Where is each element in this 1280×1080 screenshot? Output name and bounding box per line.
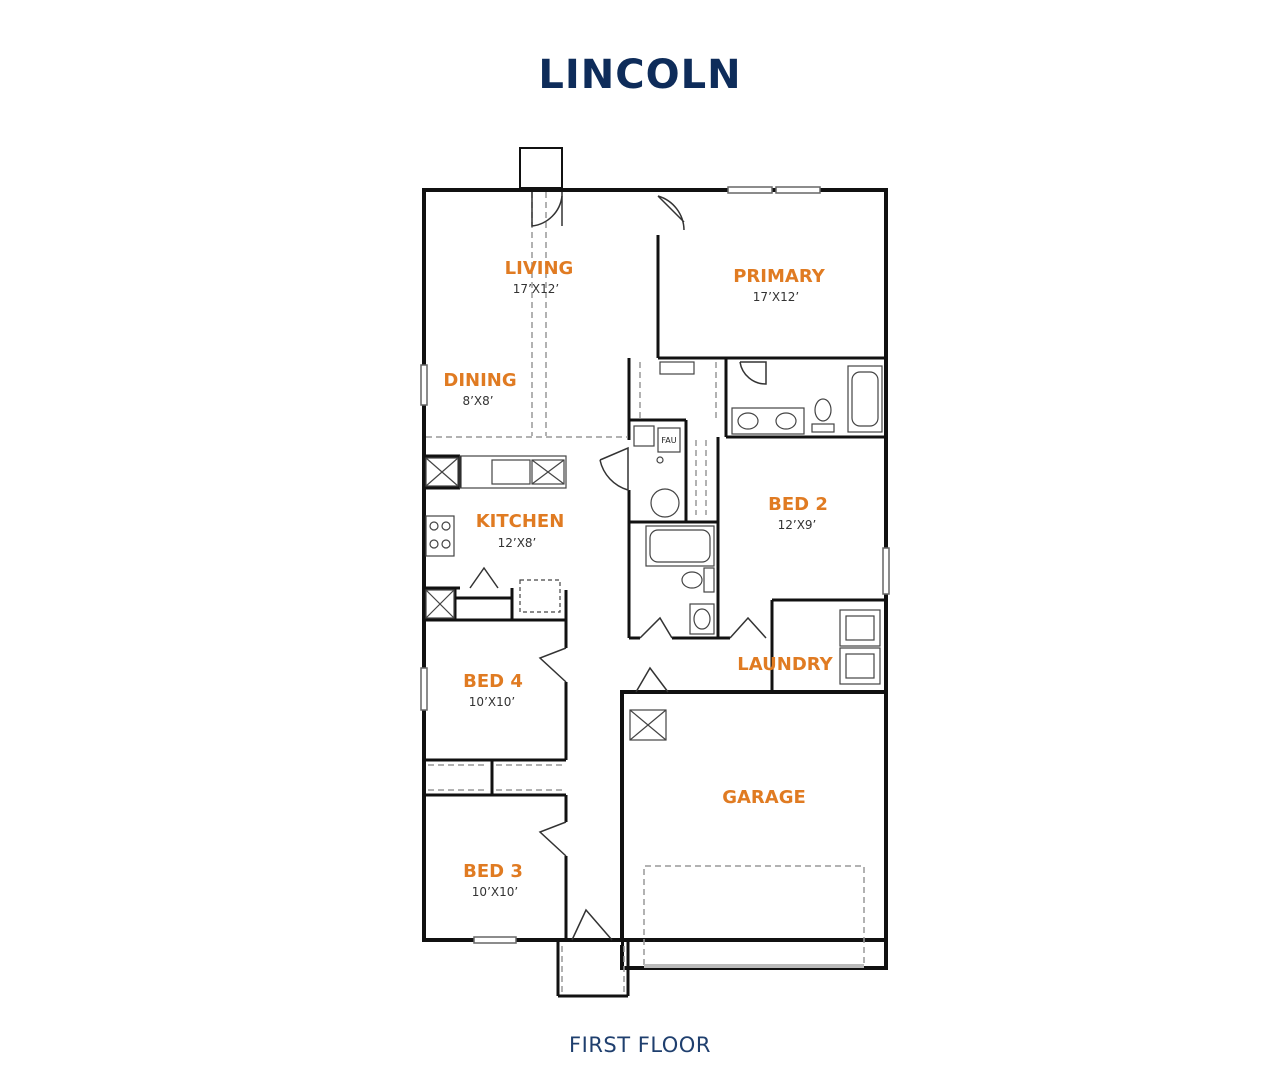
room-dining-name: DINING [443,370,516,391]
exterior-walls [422,188,888,942]
room-bed4-name: BED 4 [463,671,523,692]
room-labels: LIVING 17’X12’ PRIMARY 17’X12’ DINING 8’… [443,258,833,899]
room-kitchen-name: KITCHEN [476,511,565,532]
room-bed3-size: 10’X10’ [472,885,518,899]
garage-walls [620,690,888,970]
room-garage-name: GARAGE [722,787,806,808]
windows [420,186,890,944]
plan-title: LINCOLN [538,52,742,98]
fireplace-box [519,147,563,189]
room-bed3-name: BED 3 [463,861,523,882]
room-laundry-name: LAUNDRY [737,654,833,675]
interior-walls [424,235,886,998]
floor-caption: FIRST FLOOR [569,1033,711,1057]
door-swings [469,192,767,941]
fau-label: FAU [661,436,676,445]
room-kitchen-size: 12’X8’ [498,536,537,550]
room-living-name: LIVING [505,258,574,279]
room-bed2-size: 12’X9’ [778,518,817,532]
room-living-size: 17’X12’ [513,282,559,296]
room-bed4-size: 10’X10’ [469,695,515,709]
dashed-lines [426,192,865,992]
room-primary-name: PRIMARY [733,266,825,287]
room-primary-size: 17’X12’ [753,290,799,304]
fixtures [425,361,883,741]
room-dining-size: 8’X8’ [462,394,493,408]
room-bed2-name: BED 2 [768,494,828,515]
